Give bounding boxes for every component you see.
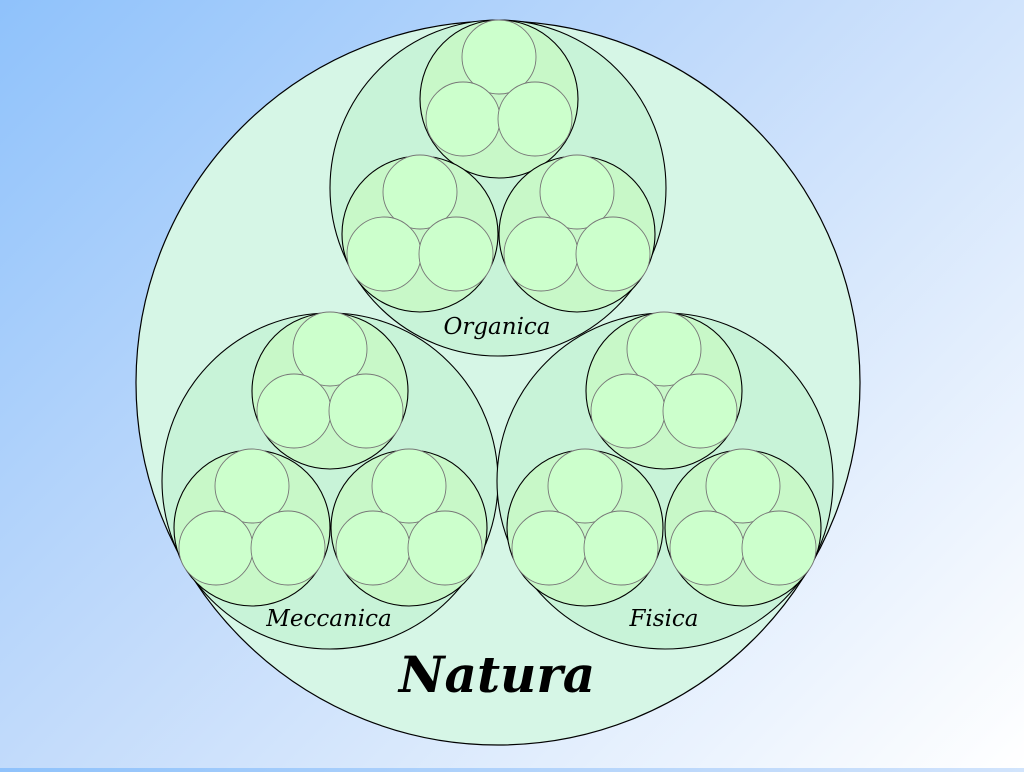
leaf-circle-organica-2-1 — [382, 154, 458, 230]
group-label-organica: Organica — [443, 314, 550, 340]
leaf-circle-organica-3-3 — [575, 216, 651, 292]
leaf-circle-organica-1-3 — [497, 81, 573, 157]
leaf-circle-meccanica-3-2 — [335, 510, 411, 586]
leaf-circle-meccanica-3-1 — [371, 448, 447, 524]
leaf-circle-fisica-3-3 — [741, 510, 817, 586]
leaf-circle-meccanica-1-2 — [256, 373, 332, 449]
leaf-circle-fisica-1-2 — [590, 373, 666, 449]
leaf-circle-organica-2-3 — [418, 216, 494, 292]
leaf-circle-organica-1-1 — [461, 19, 537, 95]
leaf-circle-meccanica-2-1 — [214, 448, 290, 524]
leaf-circle-organica-3-2 — [503, 216, 579, 292]
leaf-circle-organica-2-2 — [346, 216, 422, 292]
leaf-circle-fisica-3-2 — [669, 510, 745, 586]
leaf-circle-organica-3-1 — [539, 154, 615, 230]
group-label-fisica: Fisica — [628, 606, 698, 632]
labels-layer: Organica Meccanica Fisica Natura — [265, 314, 698, 704]
leaf-circle-meccanica-1-1 — [292, 311, 368, 387]
group-label-meccanica: Meccanica — [265, 606, 391, 632]
circles-layer — [135, 19, 861, 746]
leaf-circle-organica-1-2 — [425, 81, 501, 157]
leaf-circle-meccanica-2-3 — [250, 510, 326, 586]
leaf-circle-fisica-2-1 — [547, 448, 623, 524]
leaf-circle-fisica-2-3 — [583, 510, 659, 586]
root-label-natura: Natura — [397, 645, 595, 704]
leaf-circle-fisica-3-1 — [705, 448, 781, 524]
leaf-circle-fisica-2-2 — [511, 510, 587, 586]
leaf-circle-meccanica-1-3 — [328, 373, 404, 449]
leaf-circle-fisica-1-3 — [662, 373, 738, 449]
leaf-circle-meccanica-3-3 — [407, 510, 483, 586]
leaf-circle-fisica-1-1 — [626, 311, 702, 387]
leaf-circle-meccanica-2-2 — [178, 510, 254, 586]
